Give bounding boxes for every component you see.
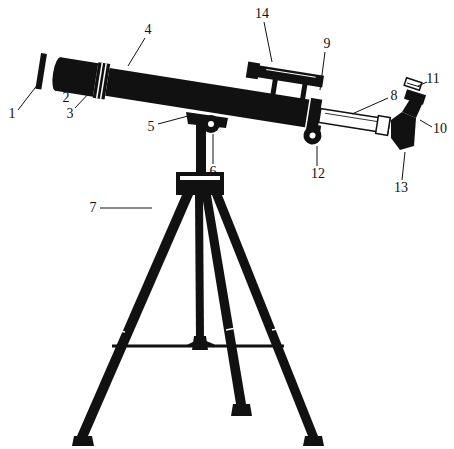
callout-number: 11 [426, 71, 439, 87]
callout-number: 9 [324, 36, 331, 52]
callout-number: 13 [394, 180, 408, 196]
callout-number: 10 [433, 121, 447, 137]
callout-number: 14 [255, 6, 269, 22]
callout-number: 1 [9, 106, 16, 122]
callout-number: 7 [90, 200, 97, 216]
callout-number: 6 [210, 164, 217, 180]
callout-number: 3 [67, 106, 74, 122]
callout-number: 2 [63, 90, 70, 106]
callout-number: 8 [391, 88, 398, 104]
callout-number: 4 [145, 22, 152, 38]
callout-number: 12 [311, 166, 325, 182]
callout-number: 5 [148, 119, 155, 135]
